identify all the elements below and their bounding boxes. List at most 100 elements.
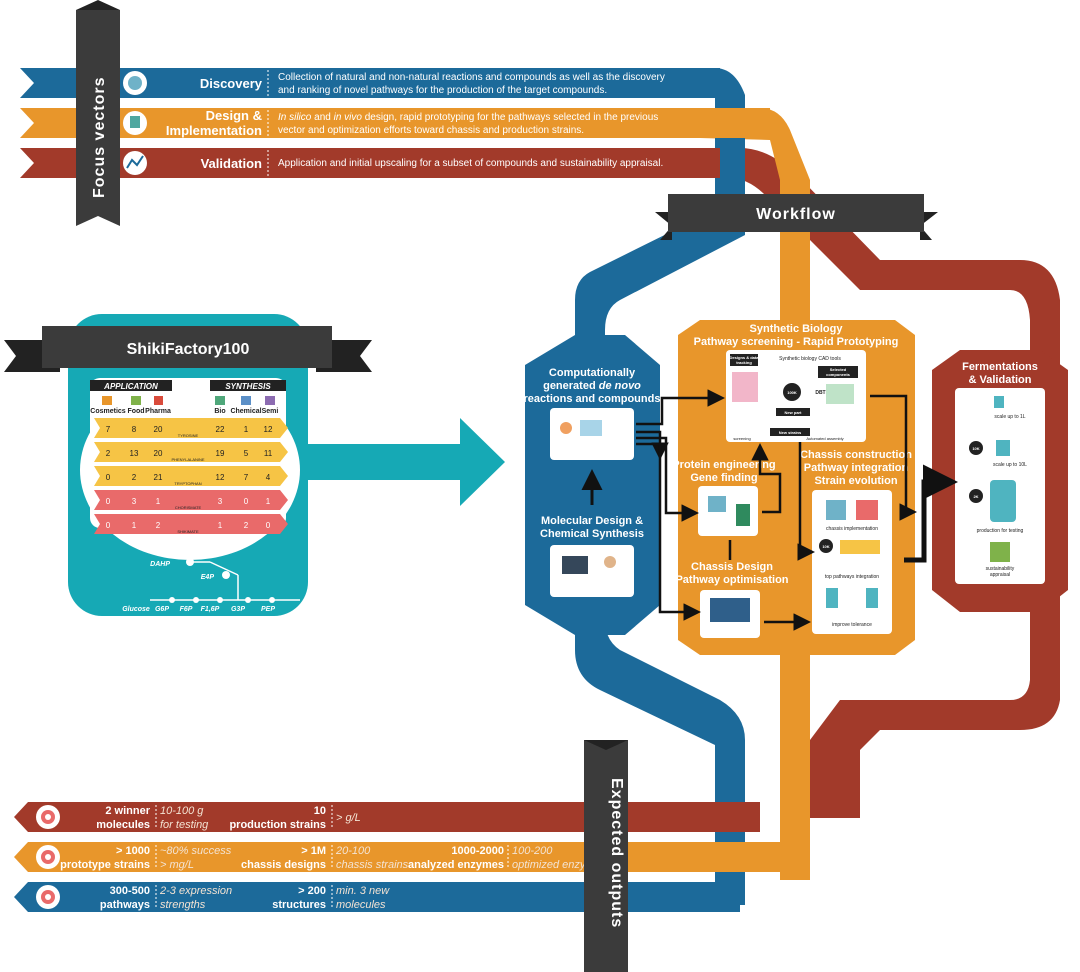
svg-text:1: 1: [218, 521, 223, 530]
orange-panel: Synthetic Biology Pathway screening - Ra…: [672, 320, 915, 655]
svg-text:1: 1: [132, 521, 137, 530]
svg-text:> mg/L: > mg/L: [160, 859, 194, 871]
svg-text:Glucose: Glucose: [122, 606, 150, 613]
svg-text:20: 20: [154, 449, 163, 458]
svg-text:TYROSINE: TYROSINE: [178, 433, 199, 438]
svg-text:Gene finding: Gene finding: [690, 472, 757, 484]
svg-text:2-3 expression: 2-3 expression: [159, 885, 232, 897]
validation-bar: Validation Application and initial upsca…: [20, 148, 720, 178]
shiki-row-phenylalanine: 2 13 20 19 5 11 PHENYLALANINE: [94, 442, 288, 462]
svg-text:for testing: for testing: [160, 819, 209, 831]
svg-text:Molecular Design &: Molecular Design &: [541, 515, 643, 527]
svg-text:2K: 2K: [973, 494, 978, 499]
chemical-icon: [241, 396, 251, 405]
focus-vectors-banner: Focus vectors: [76, 0, 120, 226]
cosmetics-icon: [102, 396, 112, 405]
svg-text:production for testing: production for testing: [977, 528, 1024, 534]
svg-text:1: 1: [266, 497, 271, 506]
svg-text:11: 11: [264, 449, 273, 458]
design-desc-1: In silico and in vivo design, rapid prot…: [278, 112, 658, 123]
svg-text:scale up to 10L: scale up to 10L: [993, 462, 1027, 468]
svg-text:chassis strains: chassis strains: [336, 859, 409, 871]
shiki-row-chorismate: 0 3 1 3 0 1 CHORISMATE: [94, 490, 288, 510]
design-ribbon-path: [700, 108, 810, 880]
col-cosmetics: Cosmetics: [90, 408, 126, 415]
workflow-arrows: [636, 389, 958, 631]
svg-text:G6P: G6P: [155, 606, 169, 613]
shikifactory-panel: ShikiFactory100 APPLICATION SYNTHESIS Co…: [4, 314, 505, 616]
expected-outputs-banner: Expected outputs: [584, 728, 628, 972]
svg-text:2: 2: [132, 473, 137, 482]
svg-text:Strain evolution: Strain evolution: [814, 475, 897, 487]
svg-text:3: 3: [132, 497, 137, 506]
svg-text:12: 12: [264, 425, 273, 434]
validation-ribbon-path: [700, 148, 1060, 818]
svg-text:21: 21: [154, 473, 163, 482]
application-label: APPLICATION: [103, 382, 158, 391]
svg-text:1: 1: [156, 497, 161, 506]
workflow-label: Workflow: [756, 206, 836, 223]
svg-text:New strains: New strains: [779, 430, 802, 435]
svg-text:Chemical Synthesis: Chemical Synthesis: [540, 528, 644, 540]
svg-text:5: 5: [244, 449, 249, 458]
shiki-to-workflow-arrow: [308, 418, 505, 506]
svg-text:Selected: Selected: [830, 367, 847, 372]
svg-text:improve tolerance: improve tolerance: [832, 622, 872, 628]
focus-vectors-label: Focus vectors: [91, 77, 108, 198]
svg-text:20-100: 20-100: [335, 845, 371, 857]
svg-text:screening: screening: [733, 436, 750, 441]
chassis-construction-box: [812, 490, 892, 634]
svg-text:chassis designs: chassis designs: [241, 859, 326, 871]
col-pharma: Pharma: [145, 408, 171, 415]
svg-text:Automated assembly: Automated assembly: [806, 436, 843, 441]
svg-text:10-100 g: 10-100 g: [160, 805, 204, 817]
svg-text:prototype strains: prototype strains: [60, 859, 150, 871]
svg-text:G3P: G3P: [231, 606, 245, 613]
svg-text:0: 0: [106, 521, 111, 530]
svg-text:0: 0: [106, 473, 111, 482]
discovery-desc-1: Collection of natural and non-natural re…: [278, 72, 665, 83]
svg-text:0: 0: [266, 521, 271, 530]
svg-text:molecules: molecules: [96, 819, 150, 831]
svg-text:2 winner: 2 winner: [105, 805, 150, 817]
col-food: Food: [127, 408, 144, 415]
svg-text:F1,6P: F1,6P: [201, 606, 220, 613]
svg-text:CHORISMATE: CHORISMATE: [175, 505, 202, 510]
svg-text:1000-2000: 1000-2000: [451, 845, 504, 857]
svg-text:Computationally: Computationally: [549, 367, 636, 379]
svg-text:> g/L: > g/L: [336, 812, 361, 824]
svg-text:New part: New part: [785, 410, 803, 415]
workflow-banner: Workflow: [655, 194, 938, 240]
red-panel: Fermentations & Validation scale up to 1…: [932, 350, 1068, 612]
discovery-bar: Discovery Collection of natural and non-…: [20, 68, 720, 98]
design-title-2: Implementation: [166, 123, 262, 138]
svg-text:sustainability: sustainability: [986, 566, 1015, 572]
svg-text:structures: structures: [272, 899, 326, 911]
svg-text:100K: 100K: [787, 390, 797, 395]
discovery-ribbon-path: [575, 68, 745, 905]
svg-text:Synthetic Biology: Synthetic Biology: [750, 323, 844, 335]
svg-text:tracking: tracking: [736, 360, 752, 365]
shiki-row-tyrosine: 7 8 20 22 1 12 TYROSINE: [94, 418, 288, 438]
svg-text:Chassis construction: Chassis construction: [800, 449, 912, 461]
svg-text:PEP: PEP: [261, 606, 275, 613]
design-title-1: Design &: [206, 108, 262, 123]
svg-text:DBTL: DBTL: [815, 390, 828, 396]
svg-text:scale up to 1L: scale up to 1L: [994, 414, 1025, 420]
svg-text:TRYPTOPHAN: TRYPTOPHAN: [174, 481, 201, 486]
synthesis-label: SYNTHESIS: [225, 382, 271, 391]
svg-text:Chassis Design: Chassis Design: [691, 561, 773, 573]
semi-icon: [265, 396, 275, 405]
expected-outputs-label: Expected outputs: [608, 778, 625, 928]
svg-text:min. 3 new: min. 3 new: [336, 885, 390, 897]
output-bar-blue: 300-500 pathways 2-3 expression strength…: [14, 882, 740, 912]
svg-text:molecules: molecules: [336, 899, 386, 911]
svg-text:> 1000: > 1000: [116, 845, 150, 857]
svg-text:100-200: 100-200: [512, 845, 553, 857]
svg-text:10K: 10K: [822, 544, 829, 549]
svg-text:strengths: strengths: [160, 899, 206, 911]
svg-text:8: 8: [132, 425, 137, 434]
output-bar-orange: > 1000 prototype strains ~80% success > …: [14, 842, 800, 872]
col-semi: Semi: [262, 408, 279, 415]
svg-text:4: 4: [266, 473, 271, 482]
